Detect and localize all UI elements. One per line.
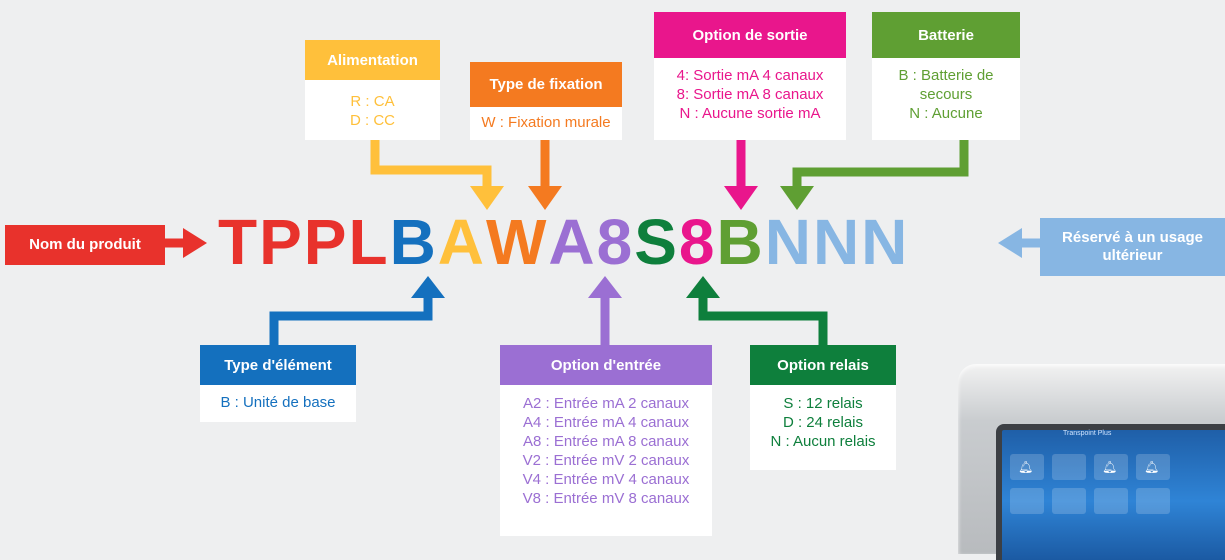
bell-icon: 🔔︎ <box>1018 460 1034 474</box>
code-char: W <box>486 206 549 278</box>
sortie-title: Option de sortie <box>654 12 846 58</box>
batterie-options: B : Batterie de secours N : Aucune <box>872 58 1020 126</box>
code-char: L <box>348 206 390 278</box>
sortie-box: Option de sortie 4: Sortie mA 4 canaux 8… <box>654 12 846 140</box>
sortie-arrow <box>724 186 758 210</box>
relais-option: S : 12 relais <box>783 395 863 412</box>
entree-box: Option d'entrée A2 : Entrée mA 2 canaux … <box>500 345 712 536</box>
product-name-arrow <box>183 228 207 258</box>
batterie-arrow <box>780 186 814 210</box>
code-char: P <box>303 206 349 278</box>
code-char: 8 <box>678 206 717 278</box>
code-char: S <box>634 206 679 278</box>
entree-options: A2 : Entrée mA 2 canaux A4 : Entrée mA 4… <box>500 385 712 511</box>
element-connector <box>269 296 433 345</box>
batterie-box: Batterie B : Batterie de secours N : Auc… <box>872 12 1020 140</box>
alimentation-options: R : CA D : CC <box>305 80 440 133</box>
device-tile <box>1094 488 1128 514</box>
relais-title: Option relais <box>750 345 896 385</box>
entree-option: A4 : Entrée mA 4 canaux <box>523 414 689 431</box>
code-char: B <box>389 206 438 278</box>
connector-layer <box>165 140 1040 345</box>
alimentation-option: D : CC <box>350 112 395 129</box>
batterie-title: Batterie <box>872 12 1020 58</box>
code-char: A <box>548 206 597 278</box>
device-tile <box>1094 454 1128 480</box>
alimentation-connector <box>370 140 492 188</box>
entree-option: V4 : Entrée mV 4 canaux <box>522 471 690 488</box>
entree-title: Option d'entrée <box>500 345 712 385</box>
product-code: TPPLBAWA8S8BNNN <box>218 207 909 277</box>
alimentation-option: R : CA <box>350 93 395 110</box>
code-char: T <box>218 206 260 278</box>
sortie-options: 4: Sortie mA 4 canaux 8: Sortie mA 8 can… <box>654 58 846 126</box>
element-arrow <box>411 276 445 298</box>
bell-icon: 🔔︎ <box>1102 460 1118 474</box>
batterie-option: B : Batterie de <box>898 67 994 84</box>
device-tile <box>1052 454 1086 480</box>
code-char: N <box>861 206 910 278</box>
fixation-options: W : Fixation murale <box>470 107 622 135</box>
device-image: Transpoint Plus 🔔︎ 🔔︎ 🔔︎ <box>958 364 1225 560</box>
device-tile <box>1136 488 1170 514</box>
batterie-option: N : Aucune <box>909 105 983 122</box>
fixation-arrow <box>528 186 562 210</box>
product-name-tag: Nom du produit <box>5 225 165 265</box>
fixation-option: W : Fixation murale <box>481 114 611 131</box>
entree-arrow <box>588 276 622 298</box>
entree-option: A2 : Entrée mA 2 canaux <box>523 395 689 412</box>
sortie-option: 4: Sortie mA 4 canaux <box>676 67 824 84</box>
code-char: N <box>812 206 862 278</box>
element-box: Type d'élément B : Unité de base <box>200 345 356 422</box>
code-char: N <box>764 206 813 278</box>
device-tile <box>1010 454 1044 480</box>
entree-option: V2 : Entrée mV 2 canaux <box>522 452 690 469</box>
device-tile <box>1052 488 1086 514</box>
sortie-option: N : Aucune sortie mA <box>679 105 821 122</box>
sortie-option: 8: Sortie mA 8 canaux <box>676 86 824 103</box>
batterie-connector <box>792 140 969 188</box>
alimentation-title: Alimentation <box>305 40 440 80</box>
code-char: B <box>716 206 765 278</box>
device-brand: Transpoint Plus <box>1063 430 1112 437</box>
fixation-box: Type de fixation W : Fixation murale <box>470 62 622 140</box>
bell-icon: 🔔︎ <box>1144 460 1160 474</box>
relais-box: Option relais S : 12 relais D : 24 relai… <box>750 345 896 470</box>
relais-option: D : 24 relais <box>782 414 864 431</box>
batterie-option: secours <box>919 86 973 103</box>
relais-connector <box>698 296 828 345</box>
entree-option: V8 : Entrée mV 8 canaux <box>522 490 690 507</box>
device-tile <box>1010 488 1044 514</box>
code-char: P <box>259 206 304 278</box>
element-options: B : Unité de base <box>200 385 356 415</box>
device-tile <box>1136 454 1170 480</box>
alimentation-arrow <box>470 186 504 210</box>
alimentation-box: Alimentation R : CA D : CC <box>305 40 440 140</box>
relais-options: S : 12 relais D : 24 relais N : Aucun re… <box>750 385 896 454</box>
reserved-arrow <box>998 228 1022 258</box>
relais-arrow <box>686 276 720 298</box>
reserved-tag: Réservé à un usage ultérieur <box>1040 218 1225 276</box>
entree-option: A8 : Entrée mA 8 canaux <box>523 433 689 450</box>
fixation-title: Type de fixation <box>470 62 622 107</box>
element-option: B : Unité de base <box>220 394 336 411</box>
relais-option: N : Aucun relais <box>770 433 876 450</box>
code-char: A <box>437 206 486 278</box>
code-char: 8 <box>596 206 635 278</box>
element-title: Type d'élément <box>200 345 356 385</box>
